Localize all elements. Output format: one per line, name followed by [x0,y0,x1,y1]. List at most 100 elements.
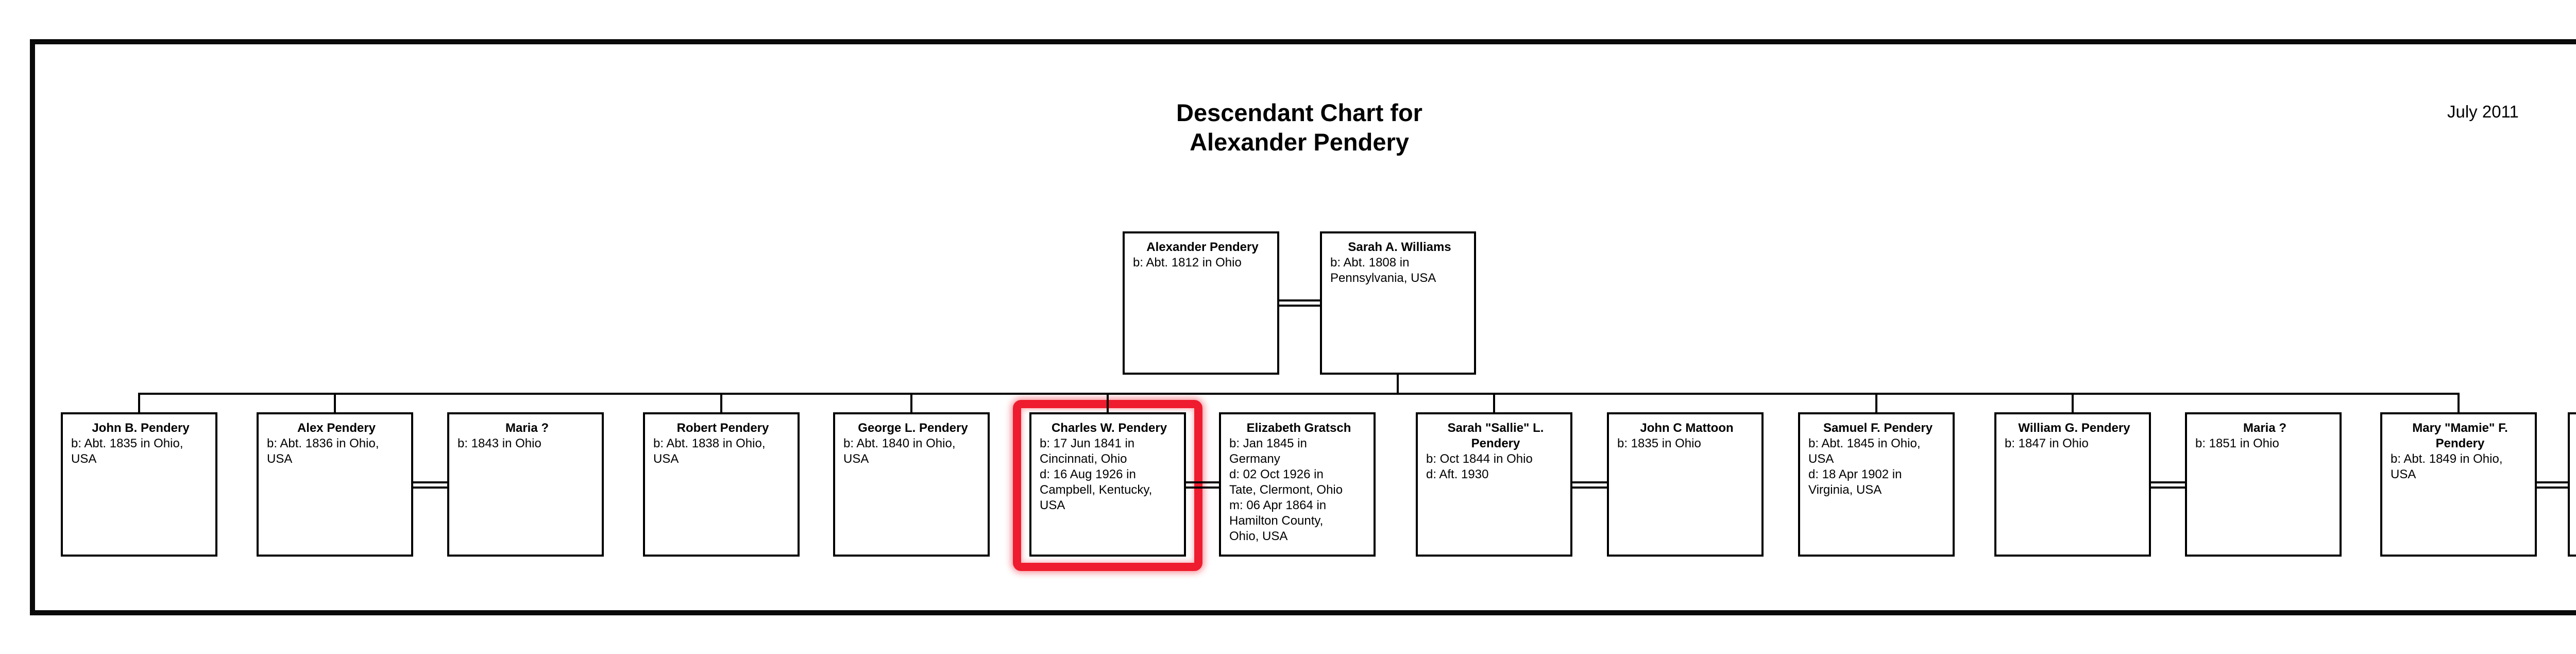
text-line: Tate, Clermont, Ohio [1229,483,1343,497]
text-line: Ohio, USA [1229,529,1288,543]
person-details: b: 1835 in Ohio [1617,436,1756,451]
text-line: b: Abt. 1840 in Ohio, [843,437,956,450]
person-details: b: Abt. 1849 in Ohio,USA [2391,451,2530,482]
person-details: b: 1851 in Ohio [2195,436,2334,451]
text-line: Sarah A. Williams [1348,240,1451,254]
text-line: b: Oct 1844 in Ohio [1426,452,1533,466]
person-name: Alexander Pendery [1133,240,1272,255]
person-details: b: Abt. 1835 in Ohio, USA [71,436,210,467]
text-line: d: 02 Oct 1926 in [1229,467,1324,481]
text-line: Maria ? [2243,421,2287,435]
person-box-john-c-mattoon[interactable]: John C Mattoon b: 1835 in Ohio [1607,412,1764,557]
text-line: John C Mattoon [1640,421,1734,435]
person-details: b: Abt. 1836 in Ohio, USA [267,436,406,467]
text-line: Alex Pendery [297,421,376,435]
person-box-john-b-pendery[interactable]: John B. Pendery b: Abt. 1835 in Ohio, USA [61,412,217,557]
person-name: Sarah A. Williams [1330,240,1469,255]
stub-mary-mamie-pendery [2458,393,2460,414]
person-box-sarah-sallie-l-pendery[interactable]: Sarah "Sallie" L. Pendery b: Oct 1844 in … [1416,412,1572,557]
person-box-william-g-pendery[interactable]: William G. Pendery b: 1847 in Ohio [1994,412,2151,557]
text-line: Germany [1229,452,1280,466]
person-name: Samuel F. Pendery [1808,421,1947,436]
person-name: Sarah "Sallie" L. Pendery [1426,421,1565,451]
text-line: Pendery [1471,437,1520,450]
text-line: b: Abt. 1838 in Ohio, [653,437,766,450]
person-name: Alex Pendery [267,421,406,436]
stub-samuel-f-pendery [1875,393,1877,414]
person-name: George L. Pendery [843,421,982,436]
text-line: b: 1835 in Ohio [1617,437,1701,450]
text-line: Campbell, Kentucky, [1040,483,1153,497]
text-line: George L. Pendery [858,421,968,435]
person-name: John C Mattoon [1617,421,1756,436]
stub-charles-w-pendery [1107,393,1109,414]
stub-sarah-sallie-pendery [1493,393,1495,414]
text-line: USA [1040,498,1065,512]
person-box-alexander-pendery[interactable]: Alexander Pendery b: Abt. 1812 in Ohio [1123,231,1279,375]
person-box-charles-w-pendery[interactable]: Charles W. Pendery b: 17 Jun 1841 in Cinc… [1029,412,1186,557]
text-line: USA [653,452,679,466]
marriage-line-alex-maria [413,481,447,489]
stub-john-b-pendery [138,393,140,414]
person-box-moore[interactable]: ? Moore b: 1850 in Ohio, USA [2568,412,2576,557]
text-line: Samuel F. Pendery [1823,421,1933,435]
stub-george-l-pendery [910,393,912,414]
text-line: Cincinnati, Ohio [1040,452,1127,466]
text-line: Hamilton County, [1229,514,1324,528]
text-line: USA [267,452,293,466]
person-name: William G. Pendery [2005,421,2144,436]
chart-border-frame [30,39,2576,615]
person-box-mary-mamie-f-pendery[interactable]: Mary "Mamie" F.Pendery b: Abt. 1849 in O… [2380,412,2537,557]
text-line: Charles W. Pendery [1051,421,1167,435]
text-line: b: 1847 in Ohio [2005,437,2089,450]
stub-william-g-pendery [2072,393,2074,414]
marriage-line-mamie-moore [2537,481,2568,489]
text-line: b: Abt. 1808 in [1330,256,1410,270]
person-details: b: Abt. 1838 in Ohio, USA [653,436,792,467]
text-line: m: 06 Apr 1864 in [1229,498,1327,512]
text-line: b: Abt. 1835 in Ohio, [71,437,183,450]
text-line: USA [1808,452,1834,466]
sibling-line [138,393,2460,395]
person-box-maria-1[interactable]: Maria ? b: 1843 in Ohio [447,412,604,557]
text-line: Pennsylvania, USA [1330,271,1436,285]
person-name: Maria ? [457,421,597,436]
text-line: Robert Pendery [676,421,769,435]
person-box-robert-pendery[interactable]: Robert Pendery b: Abt. 1838 in Ohio, USA [643,412,800,557]
text-line: John B. Pendery [92,421,190,435]
text-line: USA [843,452,869,466]
person-box-samuel-f-pendery[interactable]: Samuel F. Pendery b: Abt. 1845 in Ohio,U… [1798,412,1955,557]
text-line: b: Abt. 1812 in Ohio [1133,256,1242,270]
text-line: Sarah "Sallie" L. [1447,421,1544,435]
stub-alex-pendery [334,393,336,414]
person-box-alex-pendery[interactable]: Alex Pendery b: Abt. 1836 in Ohio, USA [257,412,413,557]
marriage-line-william-maria [2151,481,2185,489]
person-box-maria-2[interactable]: Maria ? b: 1851 in Ohio [2185,412,2342,557]
text-line: Alexander Pendery [1190,128,1409,156]
text-line: USA [2391,467,2416,481]
text-line: Maria ? [505,421,549,435]
stub-robert-pendery [720,393,722,414]
text-line: b: Abt. 1836 in Ohio, [267,437,379,450]
text-line: b: Abt. 1849 in Ohio, [2391,452,2503,466]
text-line: d: 16 Aug 1926 in [1040,467,1136,481]
text-line: b: 1843 in Ohio [457,437,541,450]
text-line: b: Jan 1845 in [1229,437,1307,450]
text-line: b: 17 Jun 1841 in [1040,437,1135,450]
person-details: b: 1847 in Ohio [2005,436,2144,451]
text-line: d: Aft. 1930 [1426,467,1489,481]
text-line: USA [71,452,97,466]
person-details: b: Abt. 1812 in Ohio [1133,255,1272,271]
person-box-george-l-pendery[interactable]: George L. Pendery b: Abt. 1840 in Ohio, U… [833,412,990,557]
person-details: b: 1843 in Ohio [457,436,597,451]
chart-date: July 2011 [2447,102,2519,121]
